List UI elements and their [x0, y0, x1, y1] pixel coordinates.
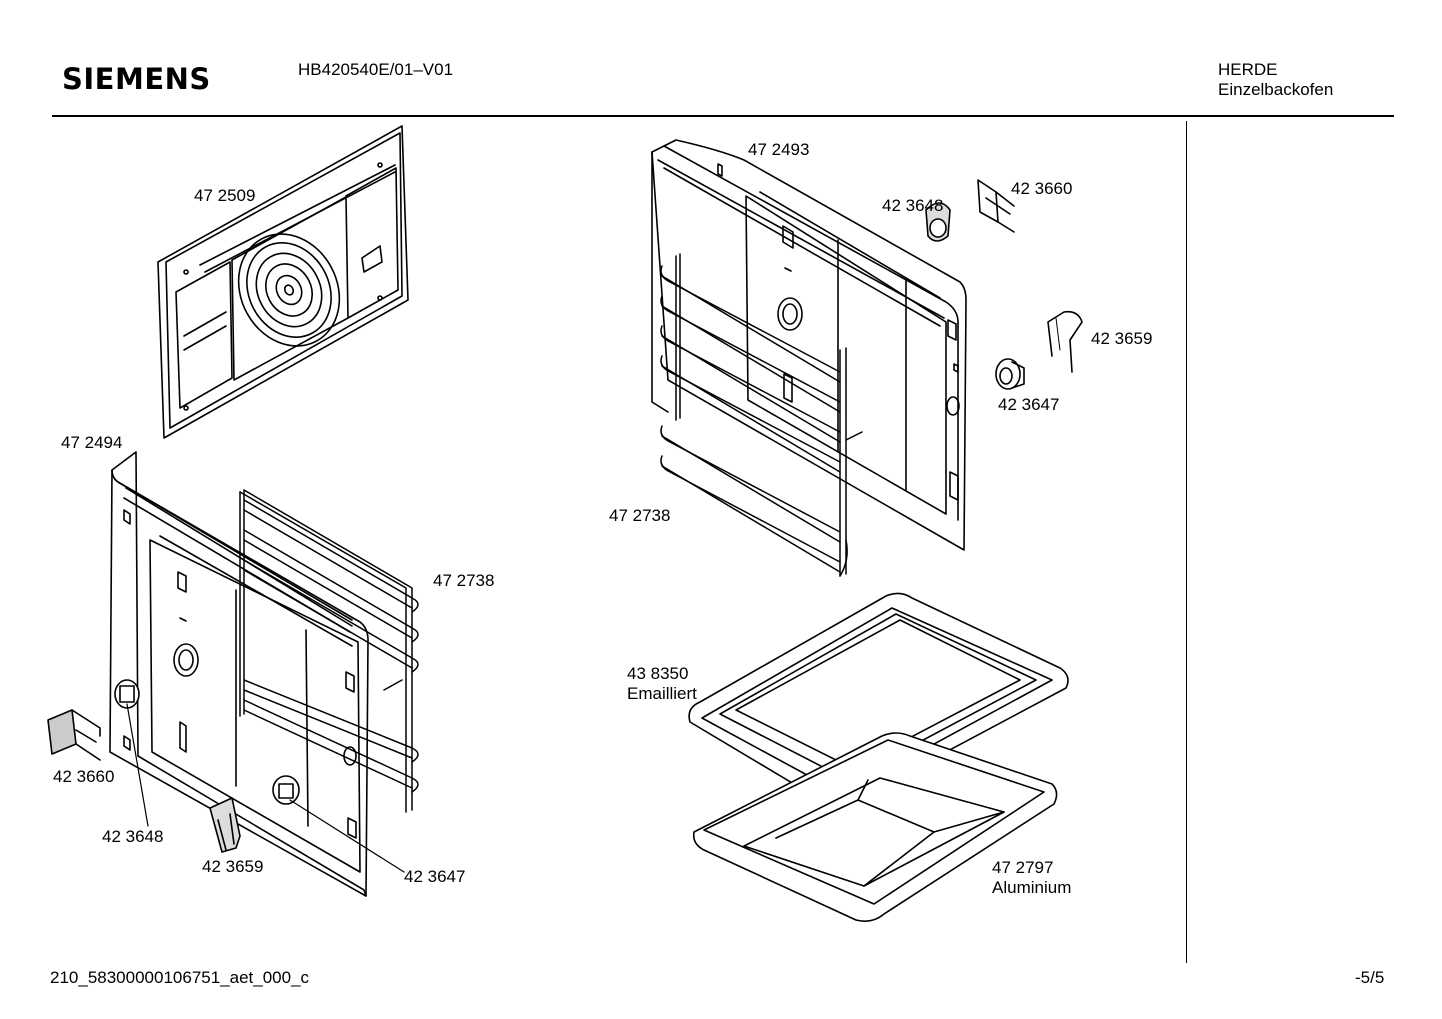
leader-lines-left: [127, 704, 404, 872]
left-side-wall-drawing: [110, 452, 368, 896]
category: HERDE: [1218, 60, 1278, 79]
part-label: 42 3660: [53, 767, 115, 786]
part-note: Emailliert: [627, 684, 697, 703]
part-label: 42 3648: [882, 196, 944, 215]
part-label: 42 3647: [404, 867, 466, 886]
part-label: 47 2493: [748, 140, 810, 159]
left-small-parts-drawing: [48, 680, 299, 852]
part-label: 42 3659: [1091, 329, 1153, 348]
part-label: 47 2509: [194, 186, 256, 205]
header-rule: [52, 115, 1394, 117]
left-shelf-rack-drawing: [240, 490, 418, 812]
part-label: 47 2738: [433, 571, 495, 590]
page-number: -5/5: [1355, 968, 1385, 987]
part-label: 42 3648: [102, 827, 164, 846]
part-label: 42 3647: [998, 395, 1060, 414]
brand-logo: SIEMENS: [62, 62, 211, 96]
rear-panel-drawing: [158, 126, 408, 438]
right-small-parts-drawing: [926, 180, 1082, 389]
part-label: 42 3659: [202, 857, 264, 876]
part-label: 43 8350: [627, 664, 689, 683]
part-label: 42 3660: [1011, 179, 1073, 198]
subcategory: Einzelbackofen: [1218, 80, 1334, 99]
part-label: 47 2494: [61, 433, 123, 452]
right-shelf-rack-drawing: [661, 254, 862, 576]
document-id: 210_58300000106751_aet_000_c: [50, 968, 310, 987]
part-label: 47 2738: [609, 506, 671, 525]
model-number: HB420540E/01–V01: [298, 60, 454, 79]
right-side-wall-drawing: [652, 140, 966, 550]
aluminium-tray-drawing: [694, 733, 1057, 921]
side-divider: [1186, 121, 1187, 963]
part-label: 47 2797: [992, 858, 1054, 877]
part-note: Aluminium: [992, 878, 1072, 897]
